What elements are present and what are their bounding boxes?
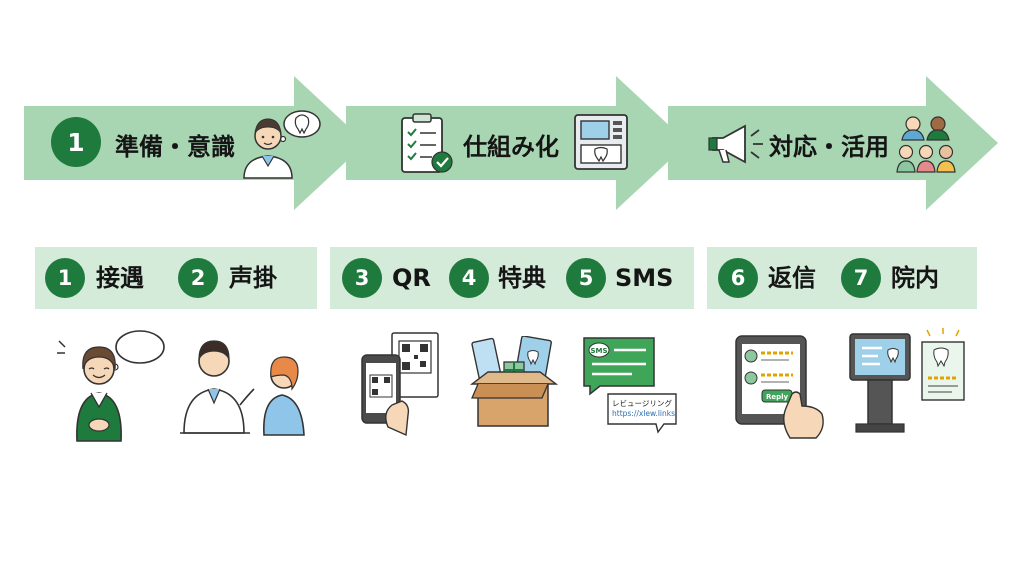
megaphone-icon	[707, 120, 767, 172]
dentist-thinking-icon	[238, 106, 322, 184]
sms-bubble-line1: レビュージリング	[612, 398, 672, 408]
dentist-talking-to-patient-icon	[180, 333, 306, 441]
tablet-review-reply-icon: Reply	[734, 334, 830, 444]
step-label-3: QR	[392, 264, 431, 292]
stage-arrow-2	[346, 76, 688, 210]
sms-badge-text: SMS	[590, 347, 607, 355]
stage-label-3: 対応・活用	[769, 133, 889, 161]
step-label-2: 声掛	[229, 264, 277, 292]
dental-kiosk-machine-icon	[573, 113, 629, 175]
step-label-6: 返信	[768, 264, 816, 292]
step-number-4: 4	[449, 258, 489, 298]
reply-button-text: Reply	[766, 393, 789, 401]
step-label-5: SMS	[615, 264, 674, 292]
checklist-icon	[398, 112, 454, 180]
sms-message-icon: SMS レビュージリング https://xlew.links	[580, 336, 680, 440]
stage-label-1: 準備・意識	[115, 133, 235, 161]
step-number-3: 3	[342, 258, 382, 298]
step-number-5: 5	[566, 258, 606, 298]
gift-box-dental-goods-icon	[468, 335, 559, 434]
stage-arrow-3	[668, 76, 998, 210]
sms-bubble-line2: https://xlew.links	[612, 409, 675, 418]
stage-number-1: 1	[51, 117, 101, 167]
people-group-icon	[896, 112, 956, 178]
phone-qr-scan-icon	[358, 331, 442, 443]
step-group-3-5	[330, 247, 694, 309]
step-number-2: 2	[178, 258, 218, 298]
kiosk-and-poster-icon	[848, 326, 968, 440]
step-label-4: 特典	[498, 264, 546, 292]
step-number-7: 7	[841, 258, 881, 298]
stage-label-2: 仕組み化	[463, 133, 559, 161]
step-label-1: 接遇	[96, 264, 144, 292]
step-label-7: 院内	[891, 264, 939, 292]
step-number-1: 1	[45, 258, 85, 298]
receptionist-icon	[55, 325, 167, 447]
step-number-6: 6	[718, 258, 758, 298]
